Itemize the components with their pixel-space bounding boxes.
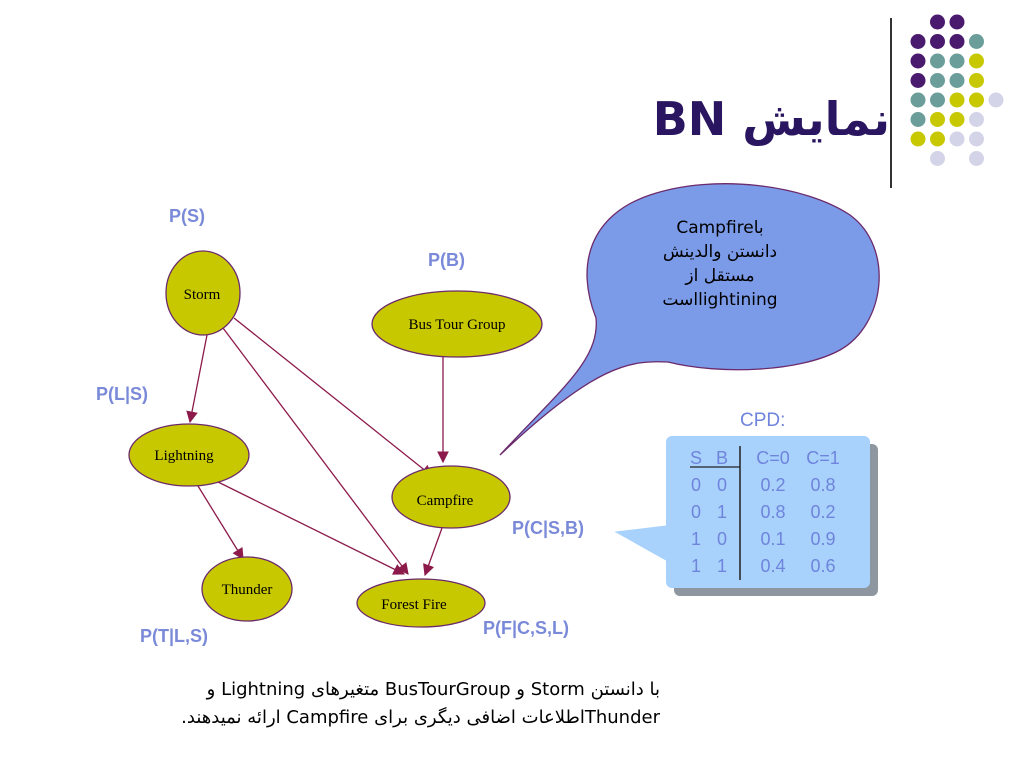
decorative-dot: [930, 112, 945, 127]
decorative-dot: [988, 92, 1004, 108]
node-campfire: [391, 465, 511, 529]
cpd-cell: 0.6: [810, 556, 835, 576]
cpd-cell: 0: [691, 475, 701, 495]
decorative-dot: [969, 151, 984, 166]
decorative-dot: [969, 92, 984, 108]
callout-line: مستقل از: [685, 266, 755, 286]
cpd-callout-pointer: [614, 525, 667, 561]
cpd-cell: 1: [717, 502, 727, 522]
cpd-cell: 0: [691, 502, 701, 522]
cpd-cell: 0.4: [760, 556, 785, 576]
decorative-dot: [949, 112, 965, 127]
callout-text: باCampfire دانستن والدینش مستقل از light…: [640, 216, 800, 312]
callout-line: دانستن والدینش: [662, 242, 778, 262]
cpd-cell: 0.8: [760, 502, 785, 522]
prob-label-pcsb: P(C|S,B): [512, 518, 585, 538]
cpd-header-cell: S: [690, 448, 702, 468]
edge-storm-campfire: [233, 317, 433, 477]
decorative-dot: [930, 151, 945, 166]
node-lightning: [128, 423, 250, 487]
decorative-dot: [949, 73, 965, 88]
decorative-dot: [969, 131, 984, 147]
cpd-cell: 1: [691, 556, 701, 576]
edge-lightning-forestfire: [213, 479, 406, 575]
decorative-dot: [949, 92, 965, 108]
cpd-cell: 0.2: [810, 502, 835, 522]
cpd-cell: 0.9: [810, 529, 835, 549]
prob-label-ptls: P(T|L,S): [140, 626, 209, 646]
edge-storm-lightning: [186, 334, 208, 424]
slide-title: نمایش BN: [652, 92, 890, 146]
node-forest-fire: [356, 578, 486, 628]
node-campfire-label: Campfire: [417, 493, 474, 509]
node-storm: [165, 250, 241, 336]
decorative-dot: [910, 53, 926, 69]
decorative-dot: [949, 14, 965, 30]
decorative-dot: [969, 53, 984, 69]
caption-line-1: با دانستن Storm و BusTourGroup متغیرهای …: [206, 679, 660, 700]
prob-label-ps: P(S): [169, 206, 205, 226]
node-thunder: [201, 556, 293, 622]
node-bus-tour-group-label: Bus Tour Group: [408, 317, 505, 333]
decorative-dot: [910, 112, 926, 127]
decorative-dot: [969, 73, 984, 88]
prob-label-pb: P(B): [428, 250, 465, 270]
node-bus-tour-group: [371, 290, 543, 358]
cpd-header-cell: C=1: [806, 448, 840, 468]
callout-line: lightiningاست: [662, 290, 778, 310]
edge-campfire-forestfire: [423, 527, 443, 577]
caption: با دانستن Storm و BusTourGroup متغیرهای …: [60, 676, 660, 732]
decorative-dot: [910, 131, 926, 147]
cpd-cell: 0.2: [760, 475, 785, 495]
node-lightning-label: Lightning: [154, 448, 214, 464]
decorative-dot: [910, 73, 926, 88]
callout-line: باCampfire: [676, 218, 764, 238]
decorative-dot: [910, 92, 926, 108]
callout-bubble: [499, 183, 880, 456]
decorative-dot: [969, 34, 984, 49]
cpd-cell: 1: [691, 529, 701, 549]
decorative-dot: [930, 131, 945, 147]
node-thunder-label: Thunder: [222, 582, 273, 598]
prob-label-pfcsl: P(F|C,S,L): [483, 618, 570, 638]
cpd-header-cell: C=0: [756, 448, 790, 468]
caption-line-2: Thunderاطلاعات اضافی دیگری برای Campfire…: [181, 707, 660, 728]
decorative-dot: [930, 73, 945, 88]
prob-label-pls: P(L|S): [96, 384, 149, 404]
node-storm-label: Storm: [184, 287, 221, 303]
decorative-dot: [930, 34, 945, 49]
decorative-dot: [949, 131, 965, 147]
decorative-dot: [930, 92, 945, 108]
cpd-header-cell: B: [716, 448, 728, 468]
decorative-dot: [969, 112, 984, 127]
edge-lightning-thunder: [197, 485, 244, 560]
title-divider: [890, 18, 892, 188]
decorative-dot: [949, 34, 965, 49]
cpd-cell: 0: [717, 475, 727, 495]
node-forest-fire-label: Forest Fire: [381, 597, 447, 613]
decorative-dot: [910, 34, 926, 49]
cpd-cell: 1: [717, 556, 727, 576]
decorative-dot: [930, 14, 945, 30]
edge-storm-forestfire: [222, 327, 409, 575]
cpd-cell: 0: [717, 529, 727, 549]
decorative-dot: [949, 53, 965, 69]
cpd-title: CPD:: [740, 410, 786, 431]
decorative-dot: [930, 53, 945, 69]
cpd-cell: 0.1: [760, 529, 785, 549]
cpd-cell: 0.8: [810, 475, 835, 495]
